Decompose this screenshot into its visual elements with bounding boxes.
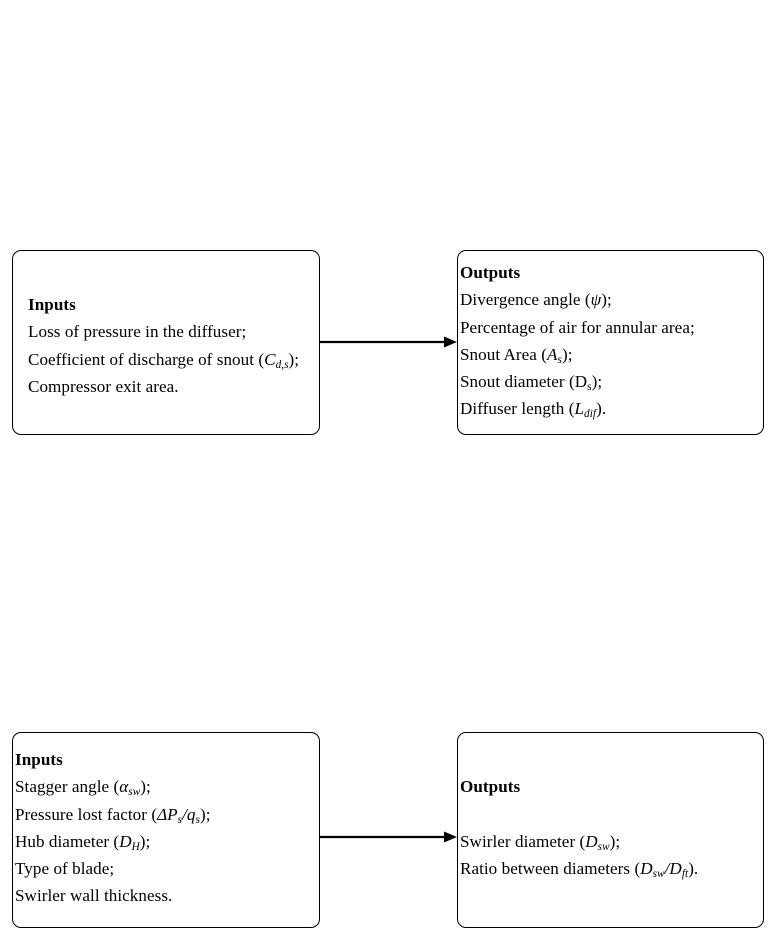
block-list-item: Ratio between diameters (Dsw/Dft). xyxy=(460,858,699,881)
block-heading: Outputs xyxy=(460,777,521,796)
block-heading: Inputs xyxy=(15,750,63,769)
arrow-right-icon-diffuser xyxy=(320,330,460,354)
block-diffuser-outputs: Outputs Divergence angle (ψ); Percentage… xyxy=(457,250,764,435)
arrow-right-icon-swirler xyxy=(320,825,460,849)
block-list-item: Pressure lost factor (ΔPs/qs); xyxy=(15,804,211,826)
block-spacer xyxy=(460,800,760,827)
block-list-item: Diffuser length (Ldif). xyxy=(460,399,607,421)
block-list-item: Coefficient of discharge of snout (Cd,s)… xyxy=(28,349,300,371)
block-list-item: Snout Area (As); xyxy=(460,344,573,367)
block-list-item: Hub diameter (DH); xyxy=(15,831,151,854)
block-list-item: Snout diameter (Ds); xyxy=(460,372,603,394)
block-swirler-inputs-body: Inputs Stagger angle (αsw); Pressure los… xyxy=(15,746,316,910)
block-heading: Outputs xyxy=(460,263,521,282)
block-diffuser-outputs-body: Outputs Divergence angle (ψ); Percentage… xyxy=(460,259,760,423)
block-list-item: Swirler wall thickness. xyxy=(15,886,173,906)
block-diffuser-inputs-body: Inputs Loss of pressure in the diffuser;… xyxy=(28,291,316,400)
block-list-item: Type of blade; xyxy=(15,859,115,879)
block-list-item: Loss of pressure in the diffuser; xyxy=(28,322,247,342)
block-list-item: Compressor exit area. xyxy=(28,376,179,396)
block-list-item: Divergence angle (ψ); xyxy=(460,290,612,310)
block-diffuser-inputs: Inputs Loss of pressure in the diffuser;… xyxy=(12,250,320,435)
block-list-item: Swirler diameter (Dsw); xyxy=(460,831,621,853)
block-swirler-inputs: Inputs Stagger angle (αsw); Pressure los… xyxy=(12,732,320,928)
block-swirler-outputs: Outputs Swirler diameter (Dsw); Ratio be… xyxy=(457,732,764,928)
block-list-item: Percentage of air for annular area; xyxy=(460,317,695,337)
block-list-item: Stagger angle (αsw); xyxy=(15,777,151,799)
block-heading: Inputs xyxy=(28,295,76,314)
block-swirler-outputs-body: Outputs Swirler diameter (Dsw); Ratio be… xyxy=(460,773,760,882)
